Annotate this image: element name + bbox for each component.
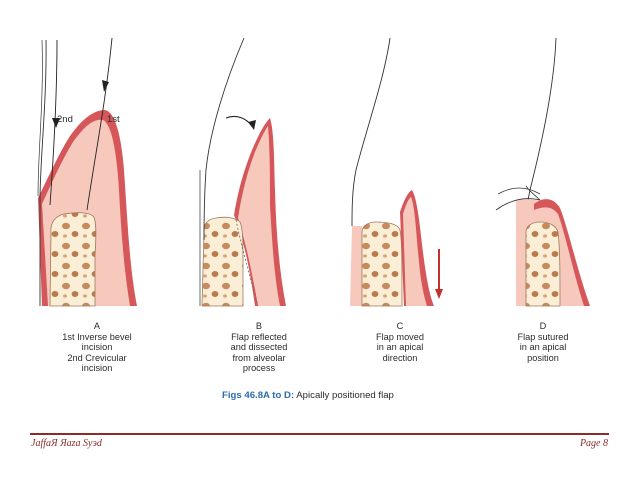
panel-b-caption: B Flap reflected and dissected from alve… (209, 321, 309, 374)
panel-a-incision-label-2nd: 2nd (57, 114, 73, 125)
panel-a-arrow-1st (102, 80, 109, 92)
panel-d-gingiva (534, 199, 590, 306)
panel-c-caption: C Flap moved in an apical direction (350, 321, 450, 363)
panel-c-caption-line: Flap moved (375, 331, 424, 342)
figure-caption: Figs 46.8A to D: Apically positioned fla… (222, 390, 394, 401)
figure-caption-label: Figs 46.8A to D: (222, 390, 295, 401)
panel-b-reflection-arrow (225, 115, 253, 127)
panel-b-tooth (203, 37, 245, 241)
panel-b-drawing (199, 37, 286, 307)
panel-b-letter: B (255, 321, 263, 331)
panel-a-caption-line: 1st Inverse bevel (62, 331, 132, 342)
panel-a-arrow-2nd (52, 118, 60, 128)
panel-a-caption-line: incision (81, 363, 113, 374)
panel-b-caption-line: process (242, 363, 276, 374)
panel-c-flap (403, 197, 427, 306)
panel-a-incision-1st (86, 37, 113, 211)
panel-a-tooth (39, 39, 47, 306)
panel-c-caption-line: in an apical (376, 342, 424, 353)
panel-a-drawing: 2nd 1st (37, 37, 137, 307)
panel-a-caption: A 1st Inverse bevel incision 2nd Crevicu… (47, 321, 147, 374)
panel-b-bone (201, 216, 244, 307)
panel-c-caption-line: direction (382, 352, 418, 363)
panel-d-letter: D (539, 321, 547, 331)
panel-c-drawing (350, 37, 443, 307)
panel-a-incision-label-1st: 1st (107, 114, 120, 125)
panel-d-caption-line: Flap sutured (517, 331, 569, 342)
panel-a-caption-line: incision (81, 342, 113, 353)
panel-d-caption: D Flap sutured in an apical position (493, 321, 593, 363)
panel-a-letter: A (93, 321, 101, 331)
panel-a-bone (49, 212, 97, 307)
footer-page-number: Page 8 (579, 438, 608, 449)
panel-a-caption-line: 2nd Crevicular (67, 352, 127, 363)
footer-author: JaffaЯ Яaza Syэd (31, 438, 102, 449)
panel-c-bone (361, 221, 403, 307)
footer-divider (30, 433, 609, 435)
panel-d-drawing (495, 37, 590, 307)
panel-b-caption-line: from alveolar (232, 352, 286, 363)
panel-b-caption-line: Flap reflected (231, 331, 287, 342)
panel-d-bone (525, 221, 561, 307)
panel-b-caption-line: and dissected (230, 342, 288, 353)
panel-b-flap (238, 126, 280, 306)
figure-caption-text: Apically positioned flap (294, 390, 394, 401)
panel-d-caption-line: in an apical (519, 342, 567, 353)
panel-c-letter: C (396, 321, 404, 331)
panel-d-caption-line: position (527, 352, 559, 363)
panel-c-tooth (351, 37, 391, 227)
panel-d-suture (495, 185, 541, 211)
